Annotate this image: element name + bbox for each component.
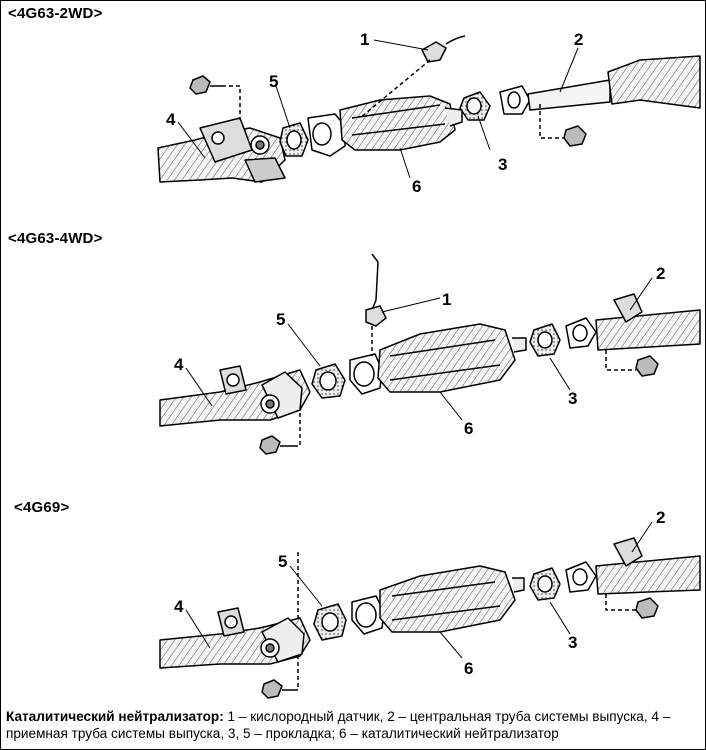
figure-caption: Каталитический нейтрализатор: 1 – кислор… [6, 708, 700, 742]
callout-4: 4 [174, 355, 184, 374]
callout-3: 3 [498, 155, 507, 174]
oxygen-sensor [359, 35, 466, 119]
catalytic-converter [351, 565, 525, 635]
gasket-5 [313, 603, 347, 641]
bolt [259, 435, 294, 455]
section-title-4g63-4wd: <4G63-4WD> [8, 230, 103, 247]
gasket-5 [279, 122, 309, 157]
gasket-3 [459, 91, 491, 121]
catalytic-converter [307, 95, 463, 157]
callout-3: 3 [568, 389, 577, 408]
assembly-4g63-2wd [157, 35, 701, 183]
callout-6: 6 [464, 419, 473, 438]
gasket-5 [311, 363, 346, 399]
callout-2: 2 [656, 508, 665, 527]
callout-1: 1 [360, 30, 369, 49]
bolt [189, 75, 222, 95]
caption-text: 1 – кислородный датчик, 2 – центральная … [6, 709, 671, 741]
callout-2: 2 [574, 30, 583, 49]
center-exhaust-pipe [565, 293, 701, 351]
gasket-3 [529, 567, 561, 601]
center-exhaust-pipe [565, 537, 701, 595]
callout-4: 4 [174, 597, 184, 616]
caption-title: Каталитический нейтрализатор: [6, 709, 224, 724]
center-exhaust-pipe [499, 55, 701, 115]
oxygen-sensor [365, 253, 387, 356]
front-exhaust-pipe [159, 365, 311, 427]
section-title-4g69: <4G69> [14, 499, 70, 516]
catalytic-converter [349, 323, 527, 395]
callout-6: 6 [464, 659, 473, 678]
nut [563, 125, 587, 147]
callout-5: 5 [276, 310, 285, 329]
section-title-4g63-2wd: <4G63-2WD> [8, 5, 103, 22]
callout-5: 5 [278, 552, 287, 571]
callout-6: 6 [412, 177, 421, 196]
nut [635, 597, 659, 619]
callout-5: 5 [269, 72, 278, 91]
callout-1: 1 [442, 290, 451, 309]
front-exhaust-pipe [159, 607, 311, 669]
gasket-3 [529, 323, 561, 357]
callout-2: 2 [656, 264, 665, 283]
assembly-4g69 [159, 537, 701, 699]
nut [635, 355, 659, 377]
front-exhaust-pipe [157, 117, 286, 183]
bolt [261, 679, 294, 699]
callout-4: 4 [166, 110, 176, 129]
assembly-4g63-4wd [159, 253, 701, 455]
callout-3: 3 [568, 633, 577, 652]
